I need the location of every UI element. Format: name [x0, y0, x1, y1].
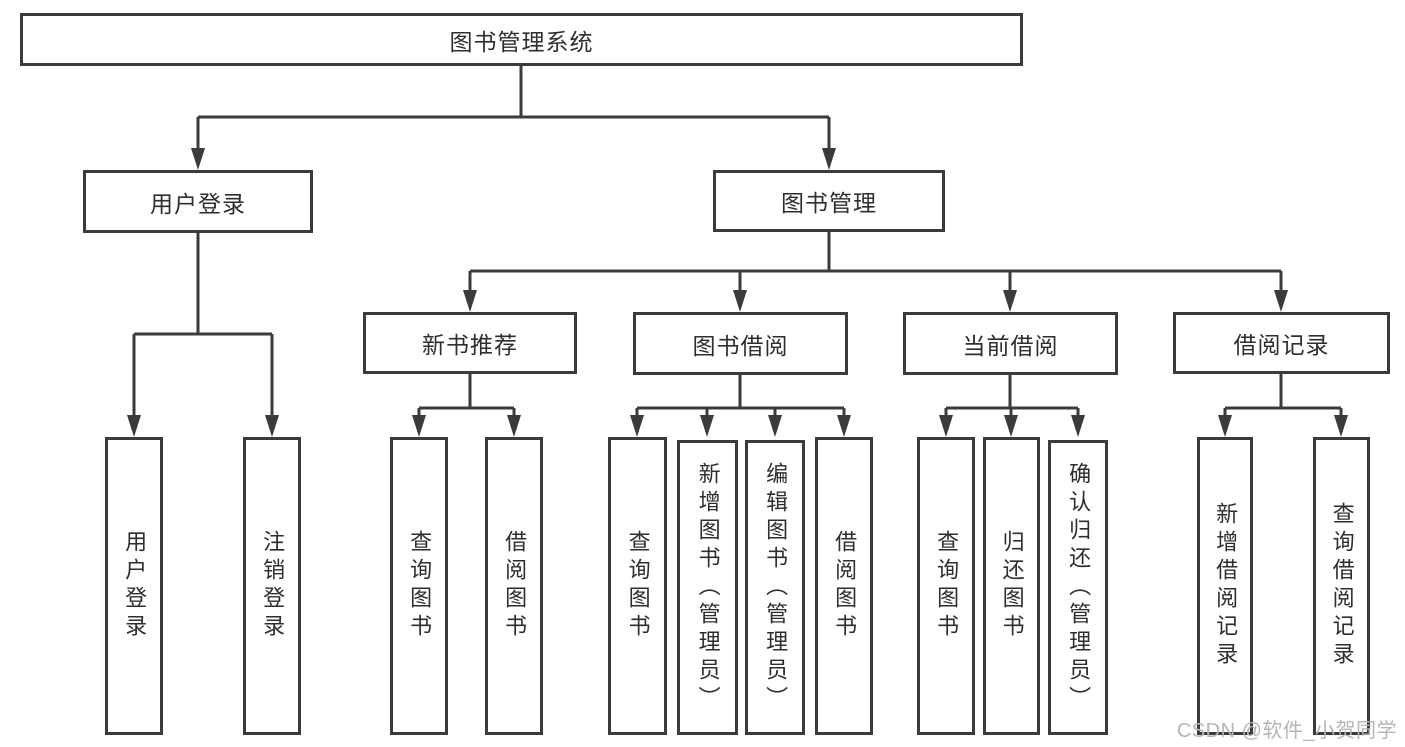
csdn-watermark: CSDN @软件_小贺同学 — [1176, 720, 1397, 742]
leaf-borrow-book-1: 借阅图书 — [485, 437, 543, 735]
leaf-confirm-return: 确认归还（管理员） — [1048, 440, 1108, 735]
node-root: 图书管理系统 — [20, 13, 1023, 66]
node-book-mgmt-label: 图书管理 — [781, 190, 877, 216]
node-current-borrow: 当前借阅 — [903, 312, 1118, 375]
leaf-return-book: 归还图书 — [983, 437, 1040, 735]
leaf-user-login-label: 用户登录 — [122, 530, 148, 642]
node-book-mgmt: 图书管理 — [713, 170, 945, 232]
node-user-login: 用户登录 — [83, 170, 313, 233]
leaf-return-book-label: 归还图书 — [999, 530, 1025, 642]
node-book-borrow-label: 图书借阅 — [692, 332, 789, 359]
node-user-login-label: 用户登录 — [150, 190, 246, 217]
node-new-book-rec-label: 新书推荐 — [422, 332, 518, 358]
leaf-logout: 注销登录 — [243, 437, 301, 735]
leaf-borrow-book-1-label: 借阅图书 — [502, 530, 528, 642]
leaf-query-book-1-label: 查询图书 — [407, 530, 433, 642]
leaf-query-book-3-label: 查询图书 — [934, 530, 960, 642]
leaf-query-book-3: 查询图书 — [917, 437, 975, 735]
leaf-edit-book: 编辑图书（管理员） — [745, 440, 805, 735]
leaf-confirm-return-label: 确认归还（管理员） — [1066, 461, 1092, 714]
node-borrow-record-label: 借阅记录 — [1233, 332, 1330, 358]
leaf-add-record-label: 新增借阅记录 — [1213, 502, 1239, 670]
leaf-query-book-2-label: 查询图书 — [625, 530, 651, 642]
leaf-add-record: 新增借阅记录 — [1197, 437, 1253, 735]
node-book-borrow: 图书借阅 — [633, 312, 848, 375]
node-root-label: 图书管理系统 — [449, 28, 594, 55]
leaf-query-record: 查询借阅记录 — [1313, 437, 1370, 735]
leaf-add-book-label: 新增图书（管理员） — [695, 461, 721, 714]
leaf-query-record-label: 查询借阅记录 — [1329, 502, 1355, 670]
leaf-user-login: 用户登录 — [105, 437, 163, 735]
node-new-book-rec: 新书推荐 — [363, 312, 577, 374]
leaf-add-book: 新增图书（管理员） — [677, 440, 738, 735]
node-borrow-record: 借阅记录 — [1173, 312, 1390, 374]
leaf-borrow-book-2: 借阅图书 — [815, 437, 873, 735]
leaf-query-book-2: 查询图书 — [608, 437, 667, 735]
leaf-borrow-book-2-label: 借阅图书 — [832, 530, 858, 642]
leaf-edit-book-label: 编辑图书（管理员） — [763, 461, 789, 714]
leaf-logout-label: 注销登录 — [260, 530, 286, 642]
leaf-query-book-1: 查询图书 — [390, 437, 448, 735]
node-current-borrow-label: 当前借阅 — [962, 332, 1059, 359]
